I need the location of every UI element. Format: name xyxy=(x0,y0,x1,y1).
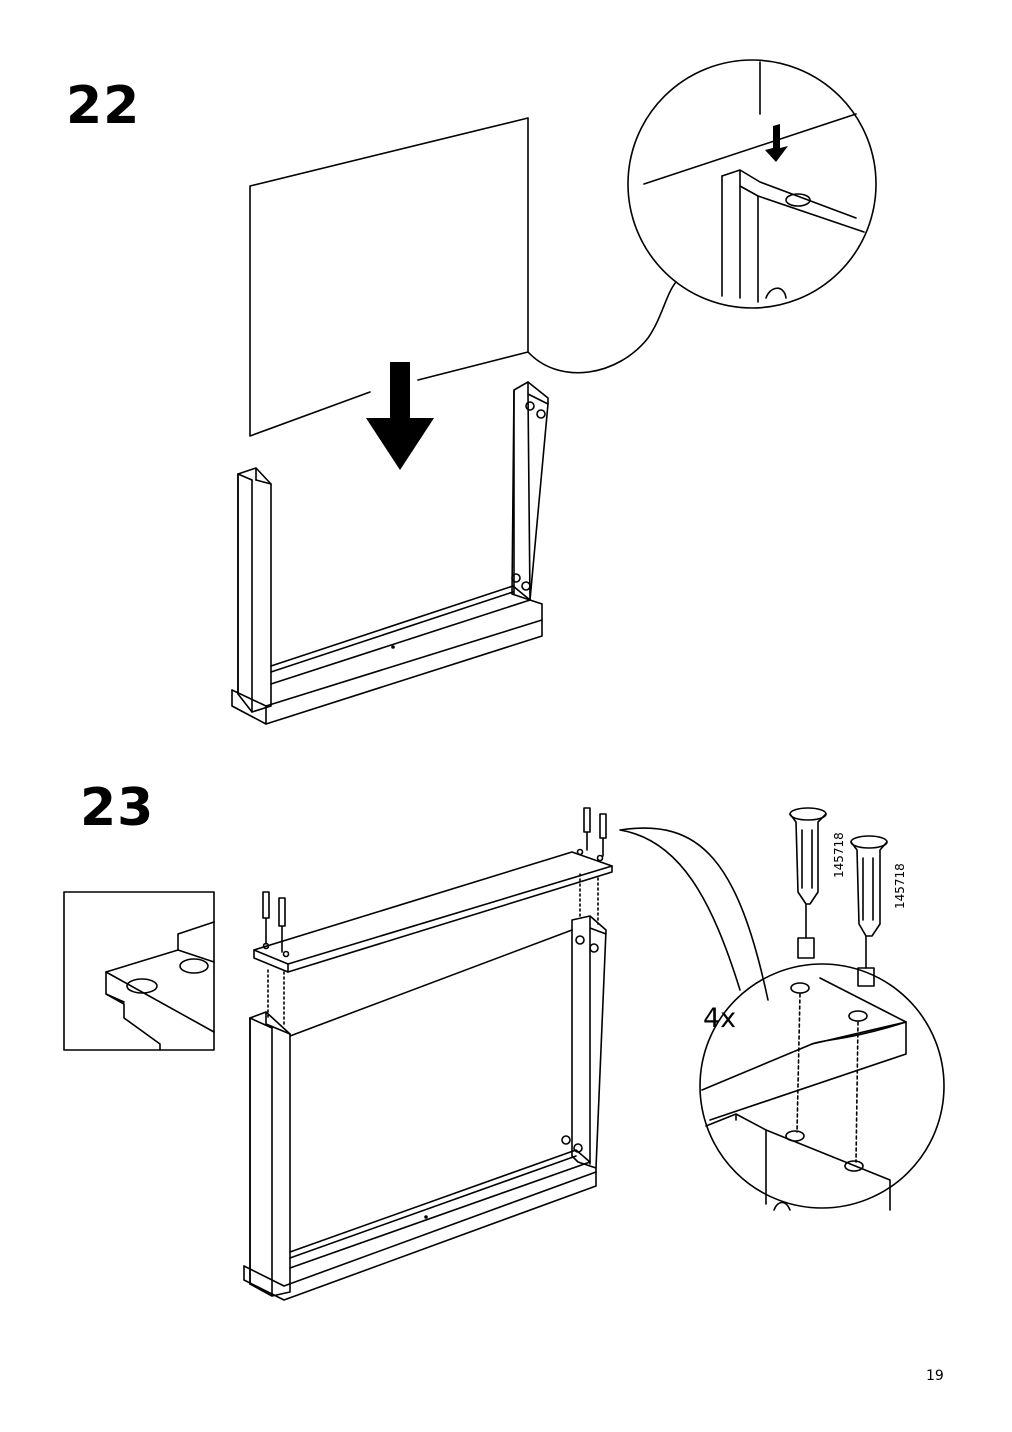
step-23-illustration xyxy=(63,807,945,1301)
alignment-lines xyxy=(267,873,599,1027)
frame-right-post xyxy=(511,381,549,601)
step-22-illustration xyxy=(231,59,877,725)
step-22-number: 22 xyxy=(66,76,141,136)
part-number-label: 145718 xyxy=(893,863,907,909)
top-rail xyxy=(253,848,613,973)
part-number-label: 145718 xyxy=(832,832,846,878)
dowel-set xyxy=(262,807,607,953)
dowel-2-icon xyxy=(850,835,888,987)
quantity-label: 4x xyxy=(703,1003,737,1034)
step-23-callout-lines xyxy=(619,827,769,1001)
frame-base-23 xyxy=(243,1149,597,1301)
page-number: 19 xyxy=(926,1368,944,1384)
detail-down-arrow-icon xyxy=(765,124,788,162)
insert-arrow-icon xyxy=(366,362,434,470)
frame-right-post-23 xyxy=(289,915,607,1169)
step-23-inset-detail xyxy=(63,891,215,1051)
step-22-detail-callout xyxy=(527,59,877,374)
dowel-1-icon xyxy=(789,807,827,959)
step-23-number: 23 xyxy=(80,778,155,838)
frame-left-post xyxy=(237,467,272,713)
back-panel xyxy=(249,117,529,437)
frame-left-post-23 xyxy=(249,1011,291,1297)
frame-base-rail xyxy=(231,585,543,725)
step-23-detail-callout xyxy=(699,963,945,1211)
